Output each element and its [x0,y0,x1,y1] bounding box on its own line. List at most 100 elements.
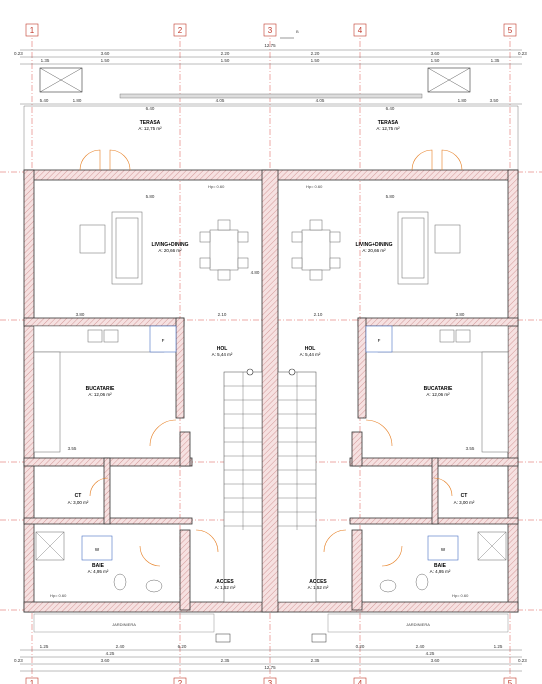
svg-text:A: 3,00 m²: A: 3,00 m² [454,500,475,505]
svg-text:3.55: 3.55 [68,446,77,451]
svg-text:1.50: 1.50 [101,58,110,63]
svg-text:0.23: 0.23 [14,658,23,663]
axis-labels-top: 1 2 3 4 5 B [25,23,517,39]
svg-text:A: 12,75 m²: A: 12,75 m² [376,126,400,131]
axis-labels-bottom: 1 2 3 4 5 [25,677,517,684]
bathroom-left: W [35,531,163,593]
axis-5-top: 5 [508,26,513,35]
svg-text:1: 1 [30,679,35,684]
svg-text:3.60: 3.60 [431,51,440,56]
svg-text:3.60: 3.60 [101,51,110,56]
svg-text:2.40: 2.40 [416,644,425,649]
svg-text:3.60: 3.60 [431,658,440,663]
svg-text:4.05: 4.05 [216,98,225,103]
svg-text:Hp= 0.60: Hp= 0.60 [452,593,469,598]
dimensions-bottom: 1.25 2.40 6.20 0.20 2.40 1.25 4.25 4.25 … [14,644,527,672]
svg-text:4.05: 4.05 [316,98,325,103]
svg-text:2.35: 2.35 [311,658,320,663]
room-acces-right: ACCES [309,579,327,585]
svg-text:2.20: 2.20 [311,51,320,56]
svg-text:5.80: 5.80 [146,194,155,199]
room-terasa-left: TERASA [140,120,161,126]
wc-right: W [441,547,446,552]
svg-text:2.35: 2.35 [221,658,230,663]
svg-text:0.20: 0.20 [356,644,365,649]
svg-text:12.75: 12.75 [264,43,276,48]
svg-text:2.20: 2.20 [221,51,230,56]
svg-text:A: 1,52 m²: A: 1,52 m² [215,585,236,590]
svg-text:2: 2 [178,679,183,684]
terrace-zone [23,105,519,170]
room-living-left: LIVING+DINING [151,242,188,248]
svg-text:Hp= 0.60: Hp= 0.60 [306,184,323,189]
svg-text:0.23: 0.23 [518,51,527,56]
wc-left: W [95,547,100,552]
svg-text:A: 12,06 m²: A: 12,06 m² [426,392,450,397]
svg-text:1.50: 1.50 [221,58,230,63]
svg-text:4.80: 4.80 [251,270,260,275]
interior-dimensions: 5.80 5.80 2.10 2.10 3.80 3.80 3.55 3.55 … [50,184,475,598]
svg-text:5: 5 [508,679,513,684]
svg-text:6.40: 6.40 [146,106,155,111]
svg-text:A: 3,00 m²: A: 3,00 m² [68,500,89,505]
svg-text:Hp= 0.60: Hp= 0.60 [208,184,225,189]
svg-text:1.50: 1.50 [431,58,440,63]
room-terasa-right: TERASA [378,120,399,126]
svg-text:3.80: 3.80 [76,312,85,317]
svg-text:6.40: 6.40 [386,106,395,111]
svg-text:0.23: 0.23 [518,658,527,663]
svg-text:4.25: 4.25 [106,651,115,656]
north-marker: B [296,29,299,34]
jardiniera: JARDINIERA JARDINIERA [33,613,509,643]
living-furniture-right [291,211,461,285]
svg-text:A: 20,66 m²: A: 20,66 m² [158,248,182,253]
svg-text:12.75: 12.75 [264,665,276,670]
svg-text:1.35: 1.35 [41,58,50,63]
room-living-right: LIVING+DINING [355,242,392,248]
axis-4-top: 4 [358,26,363,35]
svg-text:1.80: 1.80 [73,98,82,103]
interior-doors [89,419,453,567]
svg-text:0.23: 0.23 [14,51,23,56]
jardiniera-right: JARDINIERA [406,622,430,627]
room-hol-right: HOL [305,346,316,352]
svg-text:A: 5,44 m²: A: 5,44 m² [212,352,233,357]
svg-text:3.50: 3.50 [490,98,499,103]
room-acces-left: ACCES [216,579,234,585]
room-ct-right: CT [461,493,468,499]
svg-text:1.50: 1.50 [311,58,320,63]
svg-text:A: 4,95 m²: A: 4,95 m² [88,569,109,574]
svg-text:2.10: 2.10 [218,312,227,317]
room-bucatarie-left: BUCATARIE [86,386,115,392]
kitchen-left: F [33,325,177,453]
outer-walls [23,169,519,613]
room-baie-right: BAIE [434,563,447,569]
jardiniera-left: JARDINIERA [112,622,136,627]
room-ct-left: CT [75,493,82,499]
axis-1-top: 1 [30,26,35,35]
svg-text:5.80: 5.80 [386,194,395,199]
bathroom-right: W [379,531,507,593]
svg-text:1.80: 1.80 [458,98,467,103]
svg-text:2.10: 2.10 [314,312,323,317]
room-baie-left: BAIE [92,563,105,569]
svg-text:A: 5,44 m²: A: 5,44 m² [300,352,321,357]
svg-text:1.25: 1.25 [40,644,49,649]
room-hol-left: HOL [217,346,228,352]
svg-text:3.55: 3.55 [466,446,475,451]
dimensions-top: 12.75 0.23 3.60 2.20 2.20 3.60 0.23 1.35… [14,43,527,111]
fridge-left: F [162,338,165,343]
svg-text:3.80: 3.80 [456,312,465,317]
room-labels-left: TERASA A: 12,75 m² LIVING+DINING A: 20,6… [68,120,236,590]
staircase-right [277,368,317,603]
living-furniture-left [79,211,249,285]
svg-text:1.25: 1.25 [494,644,503,649]
axis-2-top: 2 [178,26,183,35]
svg-text:5.40: 5.40 [40,98,49,103]
svg-text:3: 3 [268,679,273,684]
svg-text:6.20: 6.20 [178,644,187,649]
axis-3-top: 3 [268,26,273,35]
svg-text:A: 4,95 m²: A: 4,95 m² [430,569,451,574]
svg-text:2.40: 2.40 [116,644,125,649]
